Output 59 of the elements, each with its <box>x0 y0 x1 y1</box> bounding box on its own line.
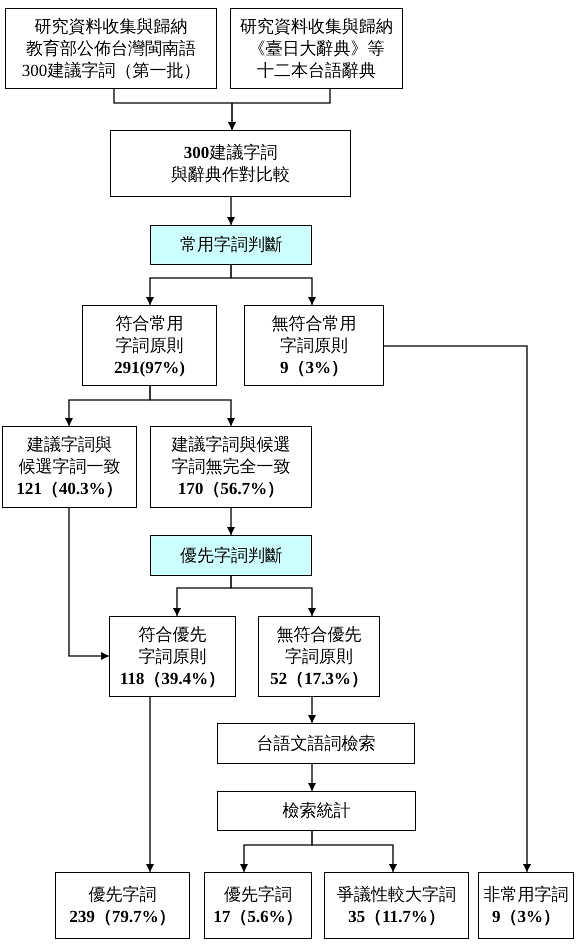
count-label: 35（11.7%） <box>348 906 445 928</box>
node-text: 優先字詞 <box>224 884 292 906</box>
decision-box <box>150 225 312 265</box>
count-label: 291(97%) <box>114 356 185 378</box>
count-label: 17（5.6%） <box>213 906 303 928</box>
count-label: 118（39.4%） <box>120 668 226 690</box>
process-box <box>204 872 312 939</box>
arrow <box>227 508 235 535</box>
node-text: 爭議性較大字詞 <box>337 884 456 906</box>
node-text: 《臺日大辭典》等十二本台語辭典 <box>248 38 384 82</box>
process-box <box>478 872 574 939</box>
process-box <box>109 616 236 697</box>
node-text: 教育部公佈台灣閩南語300建議字詞（第一批） <box>22 38 200 82</box>
process-box <box>2 426 137 508</box>
arrow <box>149 386 235 426</box>
arrow <box>68 508 109 660</box>
process-box <box>230 8 403 89</box>
arrow <box>146 697 154 872</box>
node-text: 優先字詞 <box>88 884 156 906</box>
node-text: 檢索統計 <box>282 800 350 822</box>
node-text: 研究資料收集與歸納 <box>34 16 188 38</box>
node-text: 符合常用字詞原則 <box>116 312 184 356</box>
process-box <box>258 616 380 697</box>
node-text: 300建議字詞 <box>184 142 278 164</box>
arrow <box>227 197 235 225</box>
node-text: 與辭典作對比較 <box>171 164 290 186</box>
node-text: 研究資料收集與歸納 <box>240 16 393 38</box>
node-text: 建議字詞與候選字詞一致 <box>18 434 120 478</box>
process-box <box>324 872 469 939</box>
node-text: 無符合常用字詞原則 <box>272 312 356 356</box>
count-label: 9（3%） <box>280 356 348 378</box>
node-text: 台語文語詞檢索 <box>256 732 376 754</box>
process-box <box>150 426 312 508</box>
arrow <box>230 265 316 305</box>
process-box <box>55 872 190 939</box>
node-text: 常用字詞判斷 <box>180 234 282 256</box>
count-label: 170（56.7%） <box>178 478 284 500</box>
count-label: 239（79.7%） <box>69 906 176 928</box>
process-box <box>244 305 384 386</box>
node-text: 建議字詞與候選字詞無完全一致 <box>172 434 290 478</box>
process-box <box>217 723 415 764</box>
arrow <box>308 697 316 723</box>
process-box <box>217 791 416 831</box>
process-box <box>110 130 351 197</box>
process-box <box>5 8 217 89</box>
arrow <box>228 89 331 130</box>
count-label: 121（40.3%） <box>16 478 123 500</box>
decision-box <box>150 535 312 576</box>
arrow <box>384 345 531 872</box>
process-box <box>82 305 217 386</box>
count-label: 52（17.3%） <box>270 668 368 690</box>
count-label: 9（3%） <box>492 906 560 928</box>
node-text: 優先字詞判斷 <box>180 544 282 566</box>
node-text: 非常用字詞 <box>484 884 568 906</box>
arrow <box>308 764 316 791</box>
arrow <box>230 576 316 616</box>
arrow <box>311 831 397 872</box>
node-text: 符合優先字詞原則 <box>138 624 206 668</box>
node-text: 無符合優先字詞原則 <box>276 624 362 668</box>
